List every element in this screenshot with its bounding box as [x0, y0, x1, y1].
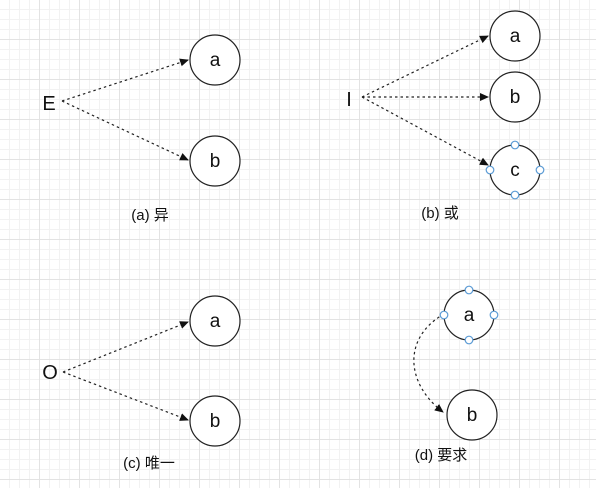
- node-c-selected[interactable]: c: [489, 144, 541, 196]
- source-label-o[interactable]: O: [42, 362, 58, 384]
- node-a[interactable]: a: [189, 34, 241, 86]
- panel-a: E a b (a) 异: [42, 34, 241, 224]
- caption-a: (a) 异: [131, 207, 169, 224]
- resize-handle-left[interactable]: [485, 165, 495, 175]
- edge-a-to-b[interactable]: [413, 313, 445, 413]
- node-a-label: a: [510, 26, 521, 47]
- source-label-e[interactable]: E: [42, 93, 55, 115]
- node-b-label: b: [210, 411, 221, 432]
- edge-o-to-b[interactable]: [62, 371, 189, 421]
- edge-i-to-a[interactable]: [361, 35, 489, 98]
- edge-i-to-c[interactable]: [361, 96, 489, 166]
- node-a-label: a: [210, 50, 221, 71]
- selection-handles[interactable]: [439, 285, 499, 345]
- node-b-label: b: [210, 151, 221, 172]
- node-a[interactable]: a: [489, 10, 541, 62]
- resize-handle-right[interactable]: [535, 165, 545, 175]
- resize-handle-left[interactable]: [439, 310, 449, 320]
- resize-handle-bottom[interactable]: [464, 335, 474, 345]
- panel-d: a b (d) 要求: [413, 285, 499, 464]
- node-a-selected[interactable]: a: [443, 289, 495, 341]
- node-b[interactable]: b: [489, 71, 541, 123]
- caption-d: (d) 要求: [415, 447, 468, 464]
- node-b-label: b: [510, 87, 521, 108]
- caption-b: (b) 或: [421, 205, 459, 222]
- edge-e-to-b[interactable]: [61, 100, 189, 161]
- panel-b: I a b c (b) 或: [346, 10, 545, 222]
- resize-handle-top[interactable]: [464, 285, 474, 295]
- node-c-label: c: [510, 160, 520, 181]
- caption-c: (c) 唯一: [123, 455, 175, 472]
- node-b-label: b: [467, 405, 478, 426]
- node-b[interactable]: b: [446, 389, 498, 441]
- resize-handle-right[interactable]: [489, 310, 499, 320]
- resize-handle-bottom[interactable]: [510, 190, 520, 200]
- edge-o-to-a[interactable]: [62, 321, 189, 373]
- edge-e-to-a[interactable]: [61, 58, 189, 102]
- node-a[interactable]: a: [189, 295, 241, 347]
- selection-handles[interactable]: [485, 140, 545, 200]
- node-a-label: a: [464, 305, 475, 326]
- node-b[interactable]: b: [189, 135, 241, 187]
- node-a-label: a: [210, 311, 221, 332]
- node-b[interactable]: b: [189, 395, 241, 447]
- panel-c: O a b (c) 唯一: [42, 295, 241, 472]
- resize-handle-top[interactable]: [510, 140, 520, 150]
- source-label-i[interactable]: I: [346, 89, 352, 111]
